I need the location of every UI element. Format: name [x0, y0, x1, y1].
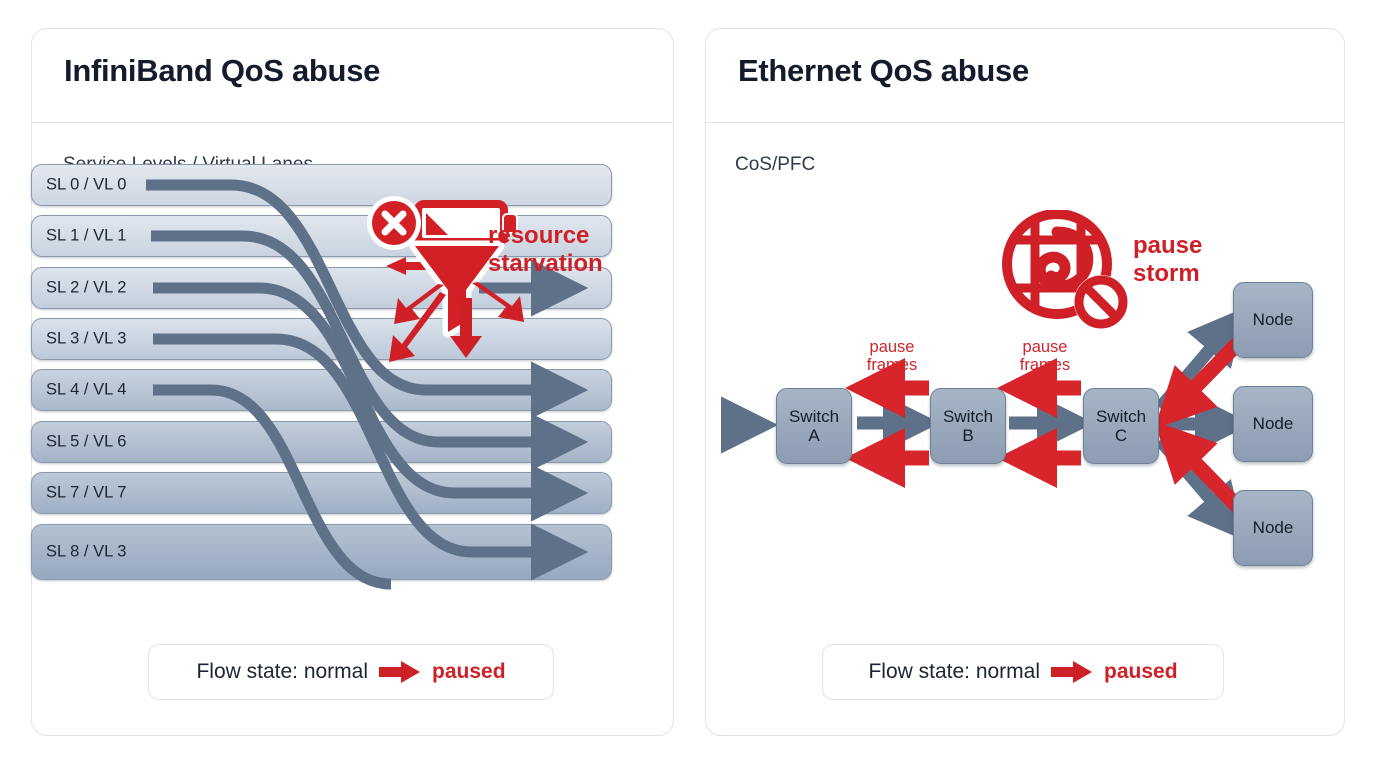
- panel-ethernet-title: Ethernet QoS abuse: [738, 53, 1029, 88]
- legend-flow-state-left: Flow state: normal paused: [148, 644, 554, 700]
- pause-storm-marker: pause storm: [995, 209, 1305, 335]
- switch-label: Switch B: [942, 406, 994, 445]
- switch-box-c[interactable]: Switch C: [1083, 388, 1159, 464]
- lane-label: SL 7 / VL 7: [46, 483, 127, 502]
- resource-starvation-marker: resource starvation: [360, 196, 650, 376]
- pause-frames-label-1: pause frames: [866, 338, 918, 375]
- legend-flow-state-right: Flow state: normal paused: [822, 644, 1224, 700]
- panel-infiniband-title: InfiniBand QoS abuse: [64, 53, 381, 88]
- lane-label: SL 8 / VL 3: [46, 542, 127, 561]
- legend-prefix: Flow state: normal: [196, 660, 369, 683]
- battery-empty-blocked-funnel-icon: [367, 196, 524, 362]
- legend-state: paused: [432, 660, 506, 683]
- lane-label: SL 2 / VL 2: [46, 278, 127, 297]
- resource-starvation-label: resource starvation: [488, 222, 603, 278]
- arrow-right-icon: [379, 661, 421, 683]
- storm-blocked-icon: [1002, 209, 1128, 329]
- panel-ethernet-header: [706, 29, 1344, 123]
- node-box-2[interactable]: Node: [1233, 386, 1313, 462]
- panel-ethernet-subtitle: CoS/PFC: [735, 154, 816, 175]
- node-box-3[interactable]: Node: [1233, 490, 1313, 566]
- node-label: Node: [1252, 518, 1294, 538]
- node-label: Node: [1252, 414, 1294, 434]
- legend-prefix: Flow state: normal: [868, 660, 1041, 683]
- node-box-1[interactable]: Node: [1233, 282, 1313, 358]
- lane-row[interactable]: SL 5 / VL 6: [31, 421, 612, 463]
- lane-row[interactable]: SL 7 / VL 7: [31, 472, 612, 514]
- switch-label: Switch A: [788, 406, 840, 445]
- lane-label: SL 0 / VL 0: [46, 175, 127, 194]
- arrow-right-icon: [1051, 661, 1093, 683]
- ethernet-topology: [720, 306, 1253, 542]
- pause-frames-label-2: pause frames: [1019, 338, 1071, 375]
- pause-storm-label: pause storm: [1133, 232, 1203, 288]
- legend-state: paused: [1104, 660, 1178, 683]
- switch-label: Switch C: [1095, 406, 1147, 445]
- lane-label: SL 5 / VL 6: [46, 432, 127, 451]
- lane-label: SL 3 / VL 3: [46, 329, 127, 348]
- lane-row[interactable]: SL 8 / VL 3: [31, 524, 612, 580]
- panel-infiniband-header: [32, 29, 673, 123]
- switch-box-a[interactable]: Switch A: [776, 388, 852, 464]
- switch-box-b[interactable]: Switch B: [930, 388, 1006, 464]
- lane-label: SL 1 / VL 1: [46, 226, 127, 245]
- node-label: Node: [1252, 310, 1294, 330]
- lane-label: SL 4 / VL 4: [46, 380, 127, 399]
